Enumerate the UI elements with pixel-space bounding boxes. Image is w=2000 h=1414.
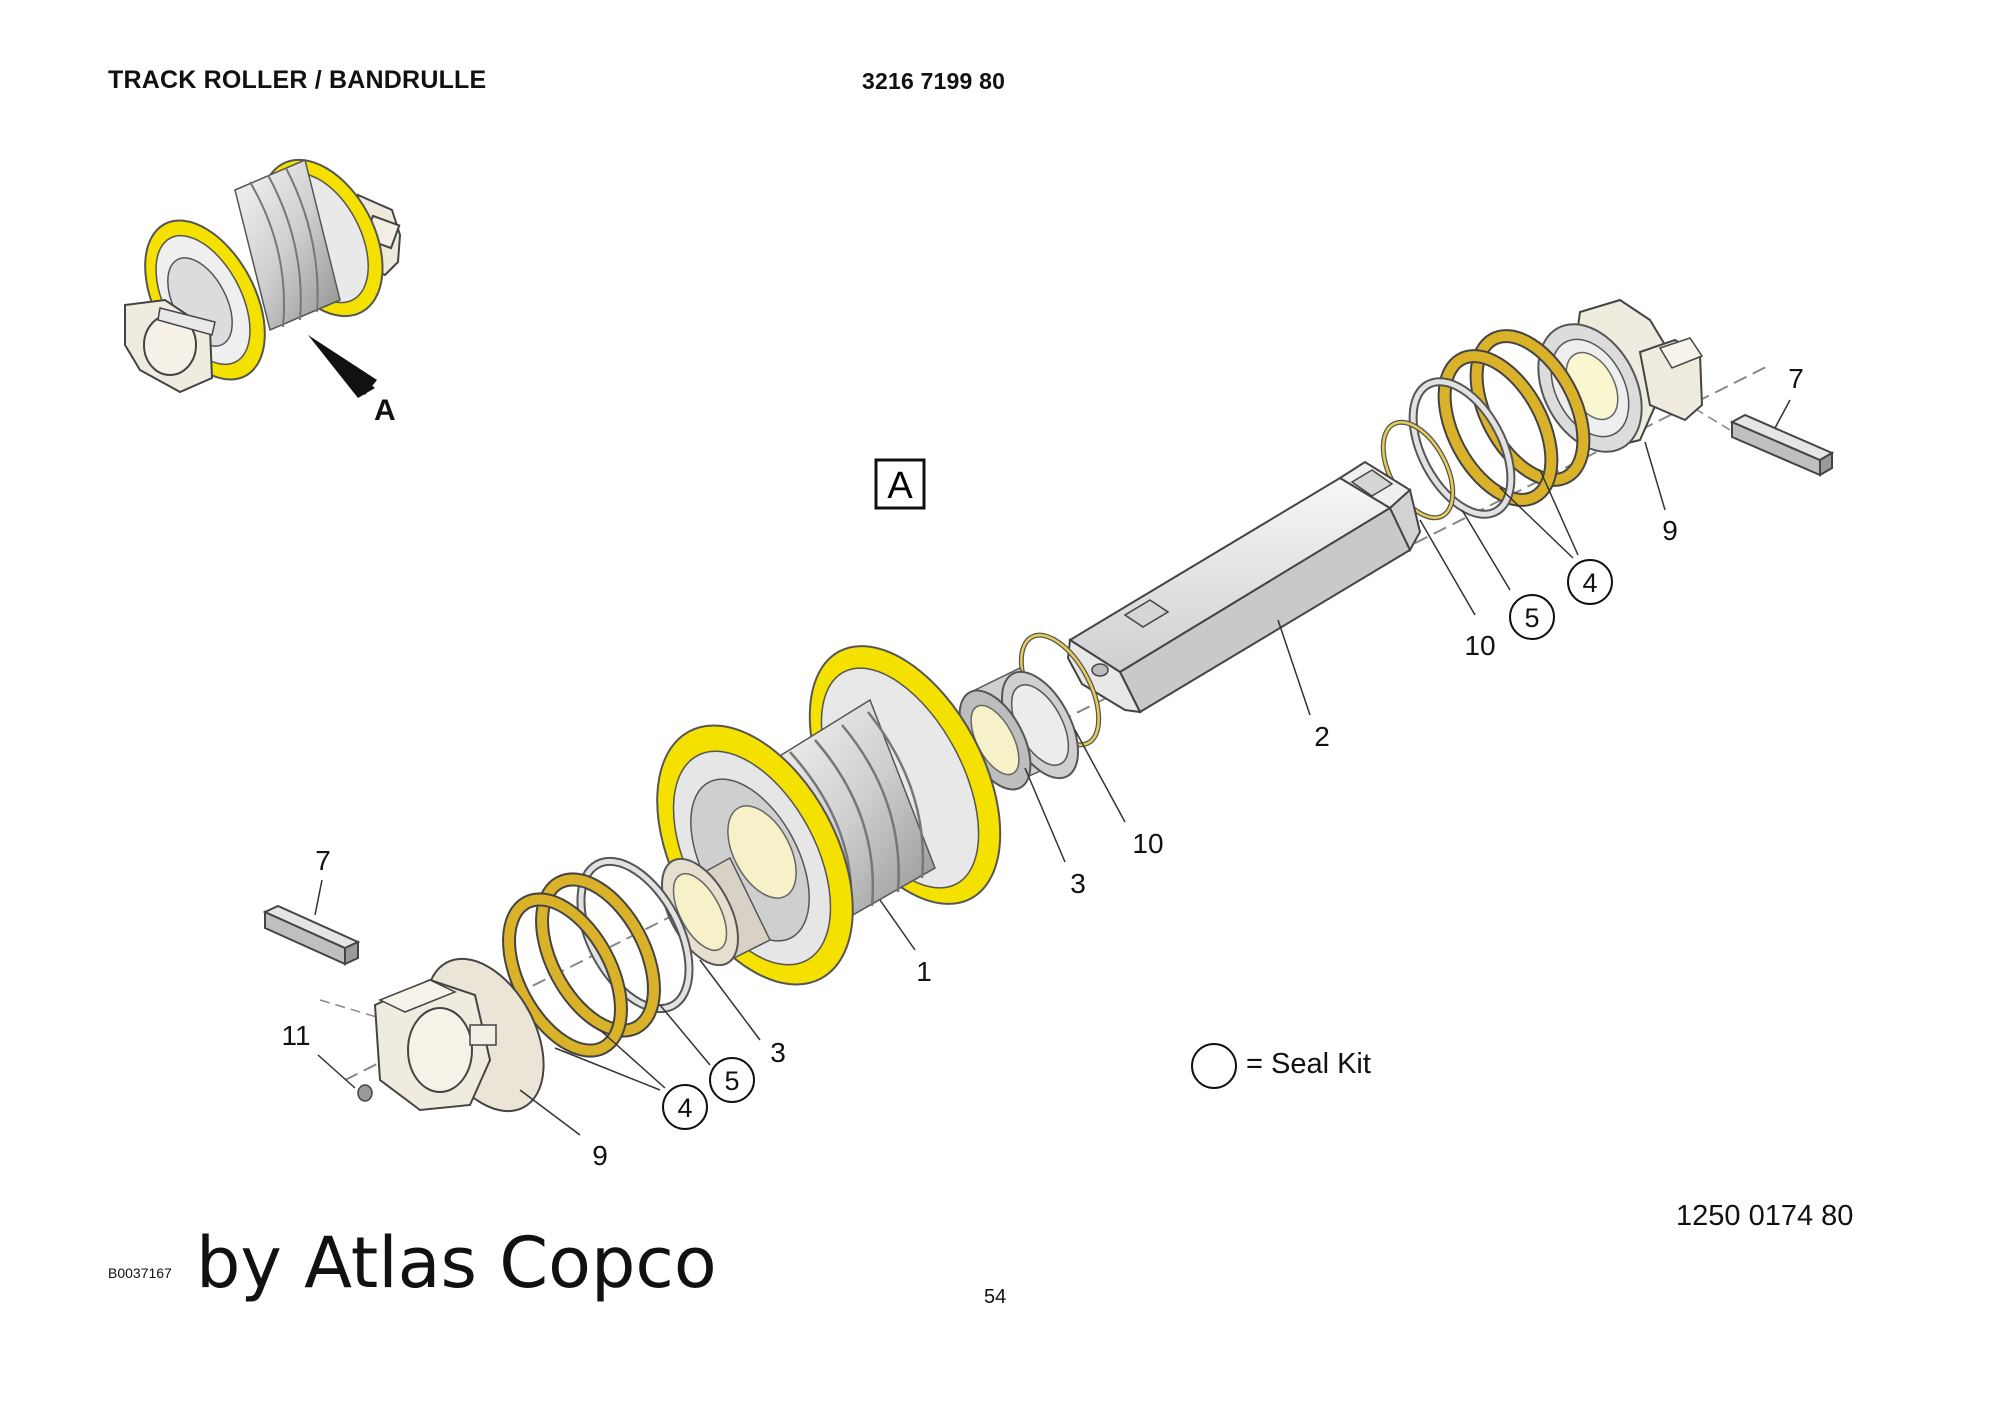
view-a-box-label: A [887,465,913,507]
figure-code: B0037167 [108,1265,172,1281]
callout-oring-right: 10 [1464,630,1495,661]
view-arrow-label: A [374,394,396,427]
view-a-box [874,458,926,510]
callout-seal-kit-left: 4 [677,1093,692,1123]
shaft [1066,460,1422,714]
pin-left [262,904,361,966]
seal-kit-marker [709,1057,755,1103]
end-cap-left [373,957,545,1113]
callout-bushing-right: 3 [1070,868,1086,899]
overview-assembly [124,158,402,394]
callout-shaft: 2 [1314,721,1330,752]
callout-pin-right: 7 [1788,363,1804,394]
roller-body [656,645,1002,986]
callout-pin-left: 7 [315,845,331,876]
seal-rings-right [1437,329,1591,507]
brand-watermark: by Atlas Copco [196,1222,717,1304]
seal-kit-marker [1567,559,1613,605]
callout-plug: 11 [281,1020,310,1051]
legend-circle-icon [1191,1043,1237,1089]
bushing-right [958,666,1079,791]
seal-rings-left [502,872,661,1058]
pin-right [1729,413,1835,477]
callout-seal-kit-right: 4 [1582,568,1597,598]
seal-kit-marker [1509,594,1555,640]
document-number: 1250 0174 80 [1676,1200,1854,1232]
end-cap-right [1537,298,1704,453]
callout-roller-body: 1 [916,956,932,987]
callout-oring-kit-left: 5 [724,1066,739,1096]
legend-text: = Seal Kit [1246,1048,1371,1080]
callout-bushing-left: 3 [770,1037,786,1068]
callout-end-cap-right: 9 [1662,515,1678,546]
seal-kit-marker [662,1084,708,1130]
leader-lines [314,399,1791,1136]
diagram-title: TRACK ROLLER / BANDRULLE [108,66,487,94]
callout-oring-center: 10 [1132,828,1163,859]
assembly-axis [344,364,1771,1081]
part-number: 3216 7199 80 [862,68,1006,94]
plug [357,1084,373,1102]
page-number: 54 [984,1286,1007,1308]
callout-oring-kit-right: 5 [1524,603,1539,633]
callout-end-cap-left: 9 [592,1140,608,1171]
bushing-left [661,856,771,967]
